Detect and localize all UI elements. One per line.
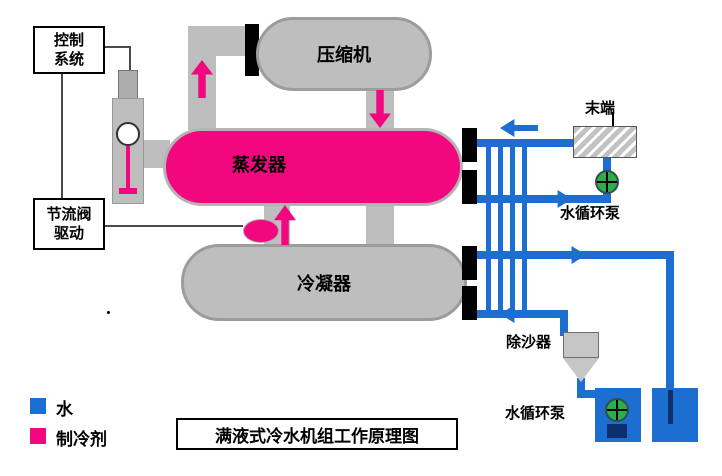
throttle-drive-wire [105, 225, 243, 227]
pump-body-block [607, 424, 627, 438]
diagram-title-box: 满液式冷水机组工作原理图 [176, 418, 458, 450]
chilled-pump-label: 水循环泵 [560, 205, 621, 222]
pump-cross-horizontal [607, 409, 627, 411]
water-riser-2 [498, 143, 503, 318]
cooling-inlet-arrow-icon [500, 305, 538, 323]
chilled-return-arrow-icon [500, 119, 538, 137]
throttle-drive-label-line2: 驱动 [53, 225, 84, 242]
condenser: 冷凝器 [181, 244, 467, 321]
diagram-title: 满液式冷水机组工作原理图 [215, 426, 419, 446]
sight-glass-icon [116, 122, 140, 146]
expansion-valve-icon [243, 219, 279, 243]
evaporator [163, 128, 463, 206]
compressor-inlet-cap [245, 24, 259, 76]
cooling-outlet-arrow-icon [548, 246, 586, 264]
chilled-return-pipe [477, 139, 573, 147]
legend-refrigerant-swatch [30, 428, 46, 444]
condenser-label: 冷凝器 [297, 273, 351, 294]
terminal-leader-line [612, 112, 614, 127]
pump-cross-horizontal [597, 181, 617, 183]
condenser-outlet-flange [462, 286, 477, 320]
legend-water-swatch [30, 398, 46, 414]
tank-inlet-pipe [577, 390, 603, 398]
sand-filter-outlet-stub [577, 378, 585, 398]
control-system-box: 控制 系统 [33, 26, 105, 74]
control-wire-horizontal [105, 46, 131, 48]
return-tank [652, 388, 698, 442]
control-to-throttle-wire [61, 74, 63, 198]
control-wire-vertical [129, 46, 131, 72]
water-riser-4 [522, 143, 527, 318]
control-system-label-line2: 系统 [53, 51, 84, 68]
water-riser-1 [486, 143, 491, 318]
terminal-unit [573, 126, 637, 158]
legend-water-label: 水 [56, 400, 73, 419]
throttle-drive-box: 节流阀 驱动 [33, 198, 105, 250]
cooling-water-pump-icon [605, 398, 629, 422]
control-system-label-line1: 控制 [53, 32, 84, 49]
sand-filter-cone [563, 358, 599, 382]
evaporator-inlet-flange [462, 170, 477, 204]
discharge-pipe-lower [366, 204, 394, 248]
sand-filter-label: 除沙器 [506, 334, 552, 351]
throttle-drive-label-line1: 节流阀 [46, 206, 92, 223]
cooling-downcomer-pipe [666, 255, 674, 390]
compressor: 压缩机 [256, 17, 432, 91]
dot-artifact [107, 311, 110, 314]
chilled-water-pump-icon [595, 170, 619, 194]
water-riser-3 [510, 143, 515, 318]
evaporator-label: 蒸发器 [232, 155, 286, 175]
terminal-label: 末端 [585, 100, 616, 117]
refrigerant-level-tick [119, 188, 137, 194]
suction-pipe-horizontal [188, 26, 250, 56]
sand-filter-body [563, 332, 599, 358]
cooling-pump-label: 水循环泵 [505, 405, 566, 422]
evaporator-outlet-flange [462, 128, 477, 162]
condenser-inlet-flange [462, 246, 477, 280]
sand-filter-inlet-stub [560, 314, 568, 336]
valve-actuator [118, 70, 138, 100]
return-tank-dip-pipe [668, 390, 673, 424]
legend-refrigerant-label: 制冷剂 [56, 430, 107, 449]
refrigerant-level-line [126, 146, 130, 190]
compressor-label: 压缩机 [317, 45, 371, 65]
